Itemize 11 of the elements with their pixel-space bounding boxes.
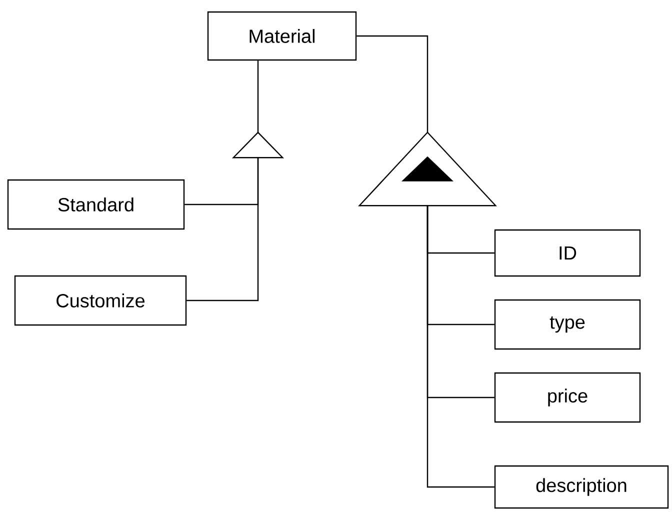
connector-line bbox=[356, 35, 428, 132]
entity-box: type bbox=[494, 299, 641, 350]
connector-line bbox=[257, 60, 259, 132]
entity-box: Standard bbox=[7, 179, 185, 230]
entity-box: Material bbox=[207, 11, 357, 61]
entity-box: price bbox=[494, 372, 641, 423]
connector-line bbox=[426, 206, 494, 488]
entity-box: ID bbox=[494, 229, 641, 277]
entity-box: description bbox=[494, 465, 669, 509]
entity-box: Customize bbox=[14, 275, 187, 326]
connector-line bbox=[186, 158, 259, 302]
